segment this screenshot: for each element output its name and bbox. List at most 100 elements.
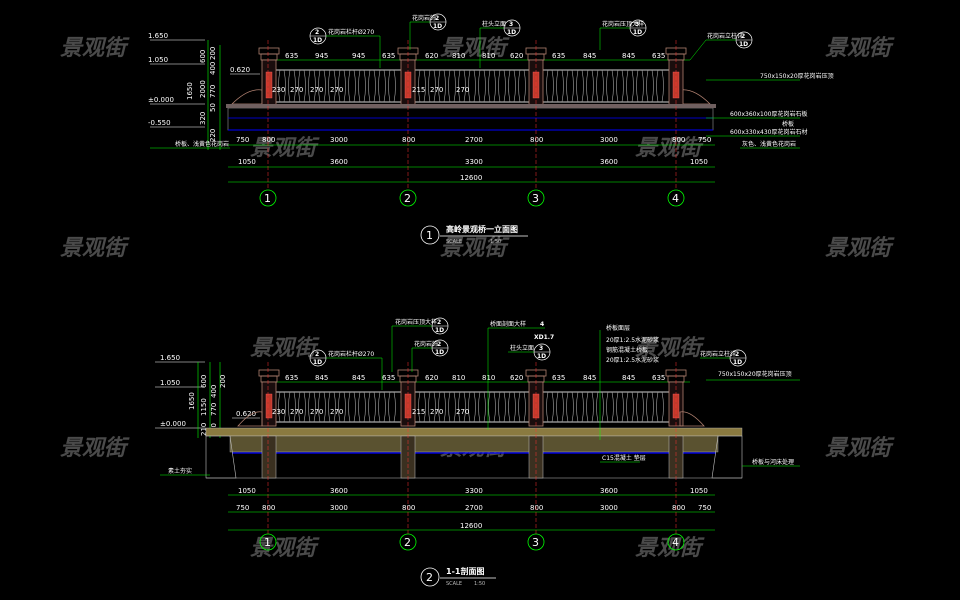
- baluster: [498, 391, 506, 423]
- axis-bubble: [259, 533, 277, 551]
- end-scroll: [679, 411, 705, 427]
- dim-label: 635: [382, 374, 395, 382]
- dim-label: 800: [530, 136, 543, 144]
- baluster: [458, 391, 466, 423]
- dim-label: 810: [482, 374, 495, 382]
- baluster: [586, 391, 594, 423]
- callout-label: 花岗岩立柱详: [707, 32, 743, 40]
- dim-label: 800: [530, 504, 543, 512]
- drawing-title: 高岭景观桥一立面图: [446, 224, 518, 234]
- dim-label: 800: [402, 504, 415, 512]
- dim-label: 1150: [200, 398, 208, 416]
- callout: 桥面剖面大样 4 XD1.7: [487, 320, 554, 430]
- dim-label: 800: [402, 136, 415, 144]
- dim-label: 620: [425, 52, 438, 60]
- layer-note: 20厚1:2.5水泥砂浆: [606, 356, 659, 364]
- dim-label: 750: [236, 136, 249, 144]
- baluster: [646, 69, 654, 103]
- dim-label: 3000: [330, 136, 348, 144]
- baluster: [358, 69, 366, 103]
- drawing-scale-label: SCALE: [446, 239, 462, 245]
- watermark-text: 景观街: [635, 536, 705, 561]
- post-group: [258, 47, 687, 107]
- watermark-text: 景观街: [825, 236, 895, 261]
- baluster: [328, 69, 336, 103]
- baluster: [368, 69, 376, 103]
- axis-bubble: [667, 533, 685, 551]
- vertical-dimensions: 200 400 600 2000 770 1650 320 50 220: [186, 40, 221, 150]
- dim-label: 845: [315, 374, 328, 382]
- bottom-dimensions: 750 800 3000 800 2700 800 3000 800 750 1…: [228, 136, 715, 183]
- baluster: [616, 69, 624, 103]
- dim-label: 845: [583, 374, 596, 382]
- baluster: [596, 391, 604, 423]
- baluster: [428, 69, 436, 103]
- level-label: 1.050: [148, 56, 168, 64]
- callout: 2 1D 花岗岩栏杆Ø270: [309, 349, 383, 390]
- dim-label: 220: [209, 129, 217, 142]
- inner-dimension-labels: 230 270 270 270 215 270 270: [272, 86, 469, 94]
- deck-slab: [205, 427, 743, 437]
- dim-label: 2700: [465, 136, 483, 144]
- callout: 2 1D 花岗岩立柱详: [700, 349, 747, 367]
- baluster: [448, 391, 456, 423]
- axis-label: 2: [404, 536, 411, 549]
- baluster: [438, 391, 446, 423]
- baluster: [418, 69, 426, 103]
- drawing-scale-label: SCALE: [446, 581, 462, 587]
- dim-label: 270: [430, 86, 443, 94]
- dim-label: 3000: [330, 504, 348, 512]
- dim-label: 400: [210, 385, 218, 398]
- right-notes: 750x150x20厚花岗岩压顶 600x360x100厚花岗岩石板 600x3…: [150, 72, 834, 149]
- callout-sub: 1D: [433, 23, 442, 30]
- baluster: [308, 69, 316, 103]
- callout-label: 花岗岩栏杆Ø270: [328, 350, 374, 358]
- baluster: [636, 391, 644, 423]
- callouts: 2 1D 花岗岩栏杆Ø270 2 1D 花岗岩饰 3 1D: [309, 13, 753, 68]
- callout-tag: 3: [539, 345, 543, 352]
- dim-label: 800: [262, 136, 275, 144]
- baluster: [378, 391, 386, 423]
- dim-label: 845: [583, 52, 596, 60]
- dim-label: 270: [310, 86, 323, 94]
- dim-label: 750: [698, 504, 711, 512]
- callout-tag: 3: [509, 21, 513, 28]
- axis-label: 1: [264, 192, 271, 205]
- grid-axes: 1 2 3 4: [259, 40, 685, 207]
- callout-label: 花岗岩饰: [412, 14, 436, 22]
- callout-label: 桥面剖面大样: [490, 320, 526, 328]
- callout-tag: 2: [315, 29, 319, 36]
- baluster: [556, 69, 564, 103]
- dim-label: 845: [352, 374, 365, 382]
- dim-label: 945: [352, 52, 365, 60]
- dim-label: 50: [209, 103, 217, 112]
- drawing-number: 2: [426, 571, 433, 584]
- material-note: 750x150x20厚花岗岩压顶: [760, 72, 834, 80]
- beam-layer: [229, 435, 719, 453]
- baluster: [576, 69, 584, 103]
- baluster: [368, 391, 376, 423]
- drawing-scale: 1:50: [474, 581, 485, 587]
- dim-label: 750: [698, 136, 711, 144]
- dim-label: 620: [510, 374, 523, 382]
- dim-label: 800: [672, 504, 685, 512]
- dim-label: 270: [456, 408, 469, 416]
- callout-tag: 2: [435, 15, 439, 22]
- dim-label: 3000: [600, 136, 618, 144]
- bottom-dimensions: 1050 3600 3300 3600 1050 750 800 3000 80…: [228, 487, 715, 531]
- baluster: [418, 391, 426, 423]
- dim-label: 2700: [465, 504, 483, 512]
- baluster: [508, 69, 516, 103]
- dim-label: 1050: [690, 487, 708, 495]
- watermark-text: 景观街: [250, 536, 320, 561]
- level-label: 1.650: [160, 354, 180, 362]
- baluster: [576, 391, 584, 423]
- dim-label: 3600: [330, 487, 348, 495]
- callouts: 2 1D 花岗岩栏杆Ø270 2 1D 花岗岩饰 2 1D: [309, 317, 747, 430]
- axis-label: 4: [672, 536, 679, 549]
- baluster: [348, 391, 356, 423]
- callout-sub: 1D: [739, 41, 748, 48]
- watermark-text: 景观街: [440, 236, 510, 261]
- baluster: [388, 69, 396, 103]
- callout-tag: 2: [437, 341, 441, 348]
